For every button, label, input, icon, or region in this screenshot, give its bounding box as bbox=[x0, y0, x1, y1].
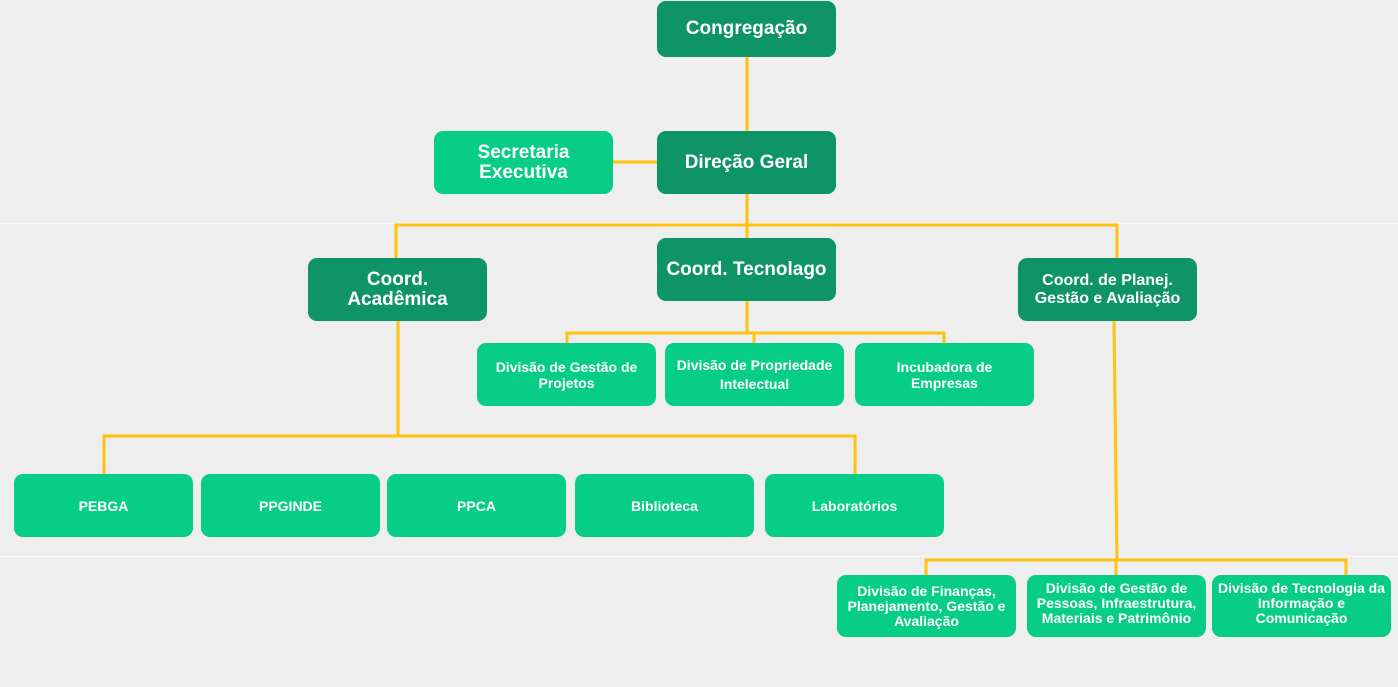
connector-academica-bus bbox=[102, 434, 857, 476]
node-coord-academica: Coord. Acadêmica bbox=[308, 258, 487, 321]
node-laboratorios: Laboratórios bbox=[765, 474, 944, 537]
connector-planejamento-bus bbox=[924, 558, 1348, 577]
node-incubadora-empresas: Incubadora de Empresas bbox=[855, 343, 1034, 406]
node-coord-tecnologia: Coord. Tecnolago bbox=[657, 238, 836, 301]
node-secretaria-executiva: Secretaria Executiva bbox=[434, 131, 613, 194]
node-div-gestao-pessoas: Divisão de Gestão de Pessoas, Infraestru… bbox=[1027, 575, 1206, 637]
node-ppginde: PPGINDE bbox=[201, 474, 380, 537]
node-pebga: PEBGA bbox=[14, 474, 193, 537]
node-coord-planejamento: Coord. de Planej. Gestão e Avaliação bbox=[1018, 258, 1197, 321]
connector-coordinations-bus bbox=[394, 223, 1119, 260]
node-div-financas: Divisão de Finanças, Planejamento, Gestã… bbox=[837, 575, 1016, 637]
node-div-propriedade-intelectual: Divisão de Propriedade Intelectual bbox=[665, 343, 844, 406]
node-div-tecnologia-informacao: Divisão de Tecnologia da Informação e Co… bbox=[1212, 575, 1391, 637]
connector-planejamento-down bbox=[1112, 319, 1119, 562]
node-direcao-geral: Direção Geral bbox=[657, 131, 836, 194]
node-div-gestao-projetos: Divisão de Gestão de Projetos bbox=[477, 343, 656, 406]
node-ppca: PPCA bbox=[387, 474, 566, 537]
node-congregacao: Congregação bbox=[657, 1, 836, 57]
band-divider-bottom bbox=[0, 556, 1398, 557]
node-biblioteca: Biblioteca bbox=[575, 474, 754, 537]
